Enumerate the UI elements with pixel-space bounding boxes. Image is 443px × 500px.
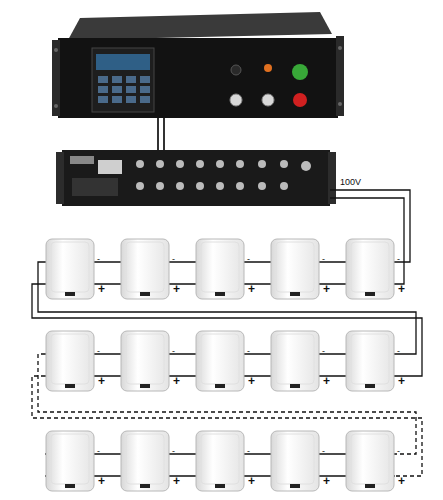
- terminal-plus: +: [323, 283, 330, 295]
- terminal-plus: +: [398, 375, 405, 387]
- terminal-minus: -: [322, 447, 325, 456]
- terminal-minus: -: [247, 255, 250, 264]
- terminal-plus: +: [98, 283, 105, 295]
- terminal-plus: +: [323, 375, 330, 387]
- terminal-plus: +: [398, 283, 405, 295]
- terminal-plus: +: [248, 375, 255, 387]
- terminal-minus: -: [397, 347, 400, 356]
- terminal-plus: +: [398, 475, 405, 487]
- terminal-plus: +: [248, 475, 255, 487]
- terminal-minus: -: [322, 255, 325, 264]
- terminal-plus: +: [98, 475, 105, 487]
- terminal-minus: -: [97, 447, 100, 456]
- rack-controller: [52, 12, 344, 118]
- terminal-plus: +: [323, 475, 330, 487]
- terminal-minus: -: [247, 347, 250, 356]
- terminal-minus: -: [172, 255, 175, 264]
- terminal-minus: -: [97, 347, 100, 356]
- ceiling-wall-speakers: [46, 239, 394, 491]
- terminal-plus: +: [248, 283, 255, 295]
- terminal-minus: -: [172, 447, 175, 456]
- terminal-minus: -: [247, 447, 250, 456]
- voltage-label: 100V: [340, 178, 361, 187]
- terminal-minus: -: [322, 347, 325, 356]
- terminal-minus: -: [397, 447, 400, 456]
- terminal-plus: +: [98, 375, 105, 387]
- terminal-plus: +: [173, 375, 180, 387]
- terminal-minus: -: [97, 255, 100, 264]
- terminal-plus: +: [173, 475, 180, 487]
- mixer-amplifier: [56, 150, 336, 206]
- terminal-minus: -: [172, 347, 175, 356]
- terminal-minus: -: [397, 255, 400, 264]
- terminal-plus: +: [173, 283, 180, 295]
